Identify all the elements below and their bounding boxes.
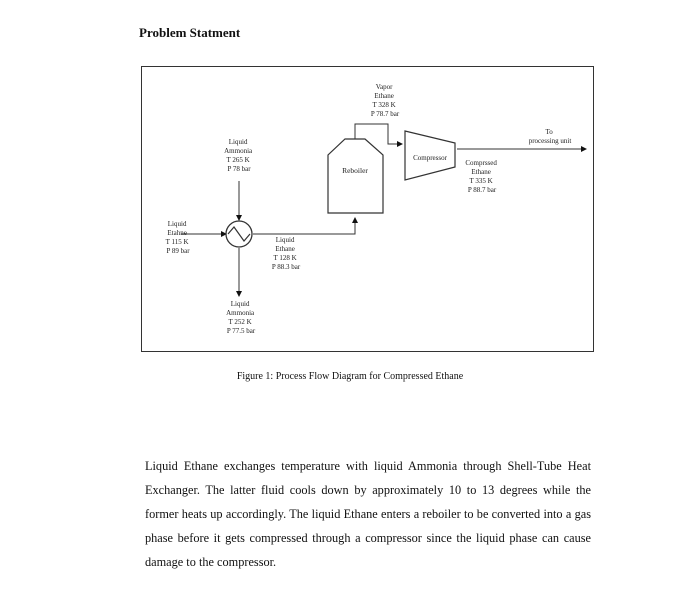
compressor-label: Compressor [413,154,448,162]
stream-line: T 128 K [274,254,297,262]
reboiler-label: Reboiler [342,166,368,175]
reboiler-unit: Reboiler [327,138,384,214]
stream-label-product: To processing unit [529,128,572,145]
reboiler-vessel-icon [327,138,384,214]
stream-line: Ethane [471,168,490,176]
stream-line: Ammonia [226,309,255,317]
vapor-to-compressor-line [354,123,403,147]
stream-line: P 89 bar [166,247,190,255]
stream-line: P 88.3 bar [272,263,301,271]
figure-caption: Figure 1: Process Flow Diagram for Compr… [236,371,464,382]
stream-line: T 328 K [373,101,396,109]
compressor-unit: Compressor [404,130,456,181]
stream-line: Liquid [229,138,248,146]
stream-label-ammonia-out: Liquid Ammonia T 252 K P 77.5 bar [226,300,256,335]
stream-line: Liquid [231,300,250,308]
stream-line: Ethane [374,92,393,100]
stream-line: P 78 bar [227,165,251,173]
heat-exchanger-icon [225,220,253,248]
stream-line: T 115 K [166,238,189,246]
ethane-to-reboiler-line [253,217,358,235]
body-paragraph: Liquid Ethane exchanges temperature with… [145,459,591,569]
stream-label-ethane-hx-out: Liquid Ethane T 128 K P 88.3 bar [272,236,301,271]
stream-line: Liquid [168,220,187,228]
stream-label-liquid-ethane-in: Liquid Etahne T 115 K P 89 bar [166,220,191,255]
stream-line: Comprssed [465,159,497,167]
compressor-icon [404,130,456,181]
stream-line: P 77.5 bar [227,327,256,335]
stream-label-compressed-ethane: Comprssed Ethane T 335 K P 88.7 bar [465,159,498,194]
stream-line: Liquid [276,236,295,244]
stream-line: T 335 K [470,177,493,185]
stream-label-vapor-ethane: Vapor Ethane T 328 K P 78.7 bar [371,83,400,118]
stream-line: To [545,128,553,136]
stream-line: Ammonia [224,147,253,155]
stream-line: P 88.7 bar [468,186,497,194]
stream-line: processing unit [529,137,572,145]
stream-line: Vapor [376,83,393,91]
stream-line: P 78.7 bar [371,110,400,118]
stream-line: Ethane [275,245,294,253]
diagram-frame [141,66,594,352]
stream-line: T 252 K [229,318,252,326]
page-heading: Problem Statment [139,25,241,40]
stream-line: Etahne [167,229,186,237]
stream-line: T 265 K [227,156,250,164]
stream-label-ammonia-in: Liquid Ammonia T 265 K P 78 bar [224,138,254,173]
